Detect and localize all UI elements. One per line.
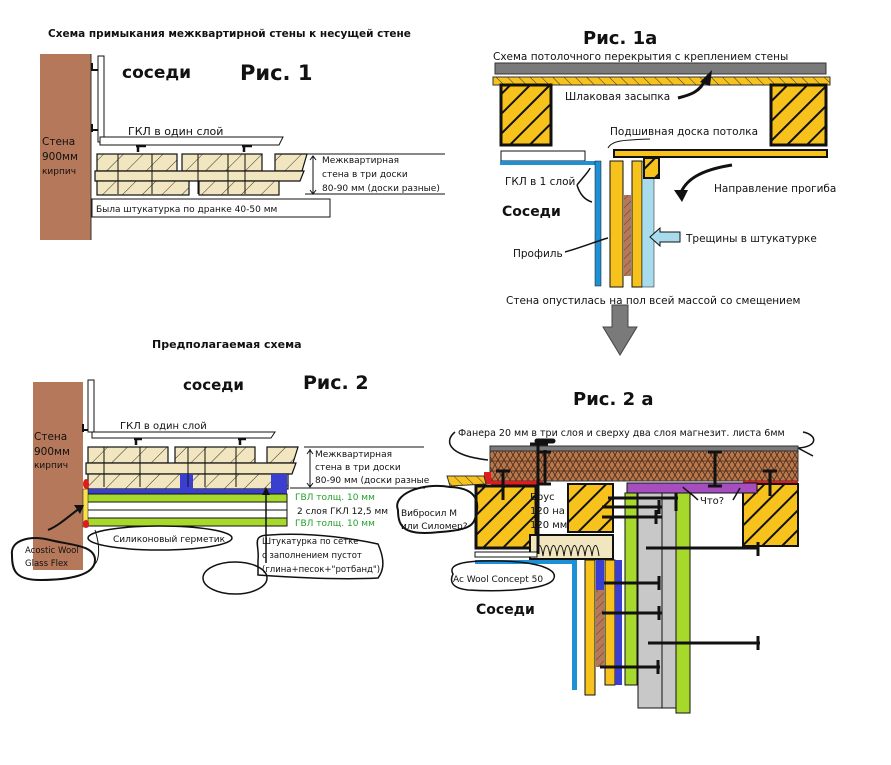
board-top-2 bbox=[181, 153, 263, 172]
fig2a-vibro-line1: Вибросил М bbox=[401, 509, 457, 519]
fig1-partition-line2: стена в три доски bbox=[322, 170, 408, 180]
fig1a-neighbors: Соседи bbox=[502, 204, 561, 220]
fig1-partition-line1: Межквартирная bbox=[322, 156, 399, 166]
fig2a-neighbors: Соседи bbox=[476, 602, 535, 618]
cracks-arrow bbox=[649, 226, 681, 248]
fig1a-gkl-label: ГКЛ в 1 слой bbox=[505, 176, 575, 188]
fig1a-title: Схема потолочного перекрытия с крепление… bbox=[493, 51, 788, 63]
gkl-wall-2a bbox=[572, 560, 577, 690]
gkl-ceiling-2a bbox=[475, 560, 577, 564]
board-middle bbox=[94, 170, 305, 182]
figure-2: Предполагаемая схема Стена 900мм кирпич … bbox=[10, 338, 430, 595]
fig2a-vibro-line2: или Силомер? bbox=[401, 522, 468, 532]
gvl-layer-2a bbox=[624, 492, 638, 686]
gkl-layer-2 bbox=[84, 509, 288, 519]
fig2a-beam-line3: 120 мм bbox=[530, 520, 567, 531]
fig1-partition-line3: 80-90 мм (доски разные) bbox=[322, 184, 440, 194]
fig2-mesh-line3: (глина+песок+"ротбанд") bbox=[262, 565, 380, 575]
joist-left-2a bbox=[474, 484, 538, 550]
board-right bbox=[631, 160, 643, 288]
slag-layer bbox=[494, 62, 827, 75]
fig1-gkl-label: ГКЛ в один слой bbox=[128, 125, 223, 138]
cleat bbox=[643, 157, 660, 179]
fig2-wall-line1: Стена bbox=[34, 431, 67, 443]
fig2-gkl-layers-label: 2 слоя ГКЛ 12,5 мм bbox=[297, 507, 388, 517]
fig2-mesh-line2: с заполнением пустот bbox=[262, 551, 362, 561]
sealant-bottom bbox=[83, 520, 89, 528]
joist-right bbox=[769, 83, 828, 147]
ceiling-board bbox=[613, 149, 828, 158]
fig1a-deflection-label: Направление прогиба bbox=[714, 183, 836, 195]
joist-left bbox=[499, 83, 553, 147]
figure-2a: Рис. 2 а Фанера 20 мм в три слоя и сверх… bbox=[396, 389, 815, 714]
fig2-partition-line3: 80-90 мм (доски разные bbox=[315, 476, 430, 486]
fig2-wool-line1: Acostic Wool bbox=[25, 546, 79, 556]
fig1-neighbors: соседи bbox=[122, 63, 191, 83]
fig1a-cracks-label: Трещины в штукатурке bbox=[685, 233, 817, 245]
gkl-horizontal bbox=[99, 136, 284, 146]
fig2-wool-line2: Glass Flex bbox=[25, 559, 68, 569]
fig1a-slag-label: Шлаковая засыпка bbox=[565, 91, 670, 103]
fig1-plaster-label: Была штукатурка по дранке 40-50 мм bbox=[96, 205, 277, 215]
gvl-outer-2a bbox=[675, 492, 691, 714]
board-top-1 bbox=[96, 153, 178, 172]
fig1a-label: Рис. 1а bbox=[583, 28, 657, 49]
fig2-mesh-line1: Штукатурка по сетке bbox=[262, 537, 359, 547]
vibrosil-pad-left bbox=[484, 472, 491, 484]
mesh-plaster-layer bbox=[85, 489, 287, 494]
figure-1: Схема примыкания межквартирной стены к н… bbox=[40, 28, 445, 240]
fig2-wall-line3: кирпич bbox=[34, 461, 68, 471]
fig1-wall-line3: кирпич bbox=[42, 167, 76, 177]
sealant-top bbox=[83, 479, 89, 489]
fig2-gvl-top-label: ГВЛ толщ. 10 мм bbox=[295, 493, 375, 503]
fig2a-beam-line1: Брус bbox=[530, 492, 555, 503]
gkl-layer-1 bbox=[84, 501, 288, 511]
plaster-layer bbox=[641, 161, 655, 288]
fig1-wall-line2: 900мм bbox=[42, 151, 78, 163]
gkl-vertical bbox=[97, 55, 105, 143]
fig1-wall-line1: Стена bbox=[42, 136, 75, 148]
lath bbox=[624, 195, 631, 276]
fig2a-label: Рис. 2 а bbox=[573, 389, 654, 410]
fig2-partition-line2: стена в три доски bbox=[315, 463, 401, 473]
brick-wall bbox=[40, 54, 91, 240]
old-plaster bbox=[91, 198, 331, 218]
fig1a-ceiling-board-label: Подшивная доска потолка bbox=[610, 126, 758, 138]
down-arrow-icon bbox=[602, 304, 638, 356]
fig2a-plywood-label: Фанера 20 мм в три слоя и сверху два сло… bbox=[458, 428, 785, 439]
magnesite-sheets bbox=[489, 445, 799, 452]
fig2-gvl-bottom-label: ГВЛ толщ. 10 мм bbox=[295, 519, 375, 529]
gvl-top bbox=[84, 493, 288, 503]
plywood-layers bbox=[489, 450, 799, 482]
figure-1a: Рис. 1а Схема потолочного перекрытия с к… bbox=[492, 28, 836, 356]
fig2-sealant-label: Силиконовый герметик bbox=[113, 535, 226, 545]
neighbor-board bbox=[446, 475, 487, 487]
board-bottom-2 bbox=[198, 180, 280, 196]
gkl-wall bbox=[594, 160, 602, 287]
fig1a-note: Стена опустилась на пол всей массой со с… bbox=[506, 295, 800, 307]
violet-gasket bbox=[626, 482, 758, 494]
fig1-label: Рис. 1 bbox=[240, 61, 312, 85]
fig1-title: Схема примыкания межквартирной стены к н… bbox=[48, 28, 411, 40]
gkl-layers-2a bbox=[637, 492, 663, 709]
fig1a-profile-label: Профиль bbox=[513, 248, 563, 260]
gkl-ceiling bbox=[500, 161, 600, 165]
fig2-neighbors: соседи bbox=[183, 376, 244, 394]
gvl-bottom bbox=[84, 517, 288, 527]
fig2a-what-label: Что? bbox=[700, 496, 724, 507]
fig2-title: Предполагаемая схема bbox=[152, 338, 302, 351]
fig2-gkl-label: ГКЛ в один слой bbox=[120, 421, 207, 432]
floor-board bbox=[492, 76, 831, 86]
filler-block-2 bbox=[271, 474, 287, 489]
board-left bbox=[609, 160, 624, 288]
fig2-label: Рис. 2 bbox=[303, 372, 369, 394]
filler-block-1 bbox=[180, 474, 193, 489]
fig2a-beam-line2: 120 на bbox=[530, 506, 565, 517]
fig2-partition-line1: Межквартирная bbox=[315, 450, 392, 460]
board-top-3 bbox=[274, 153, 308, 172]
fig2-wall-line1b: 900мм bbox=[34, 446, 70, 458]
board-bottom-1 bbox=[96, 180, 190, 196]
fig2a-ac-wool-label: Ac Wool Concept 50 bbox=[453, 575, 543, 585]
